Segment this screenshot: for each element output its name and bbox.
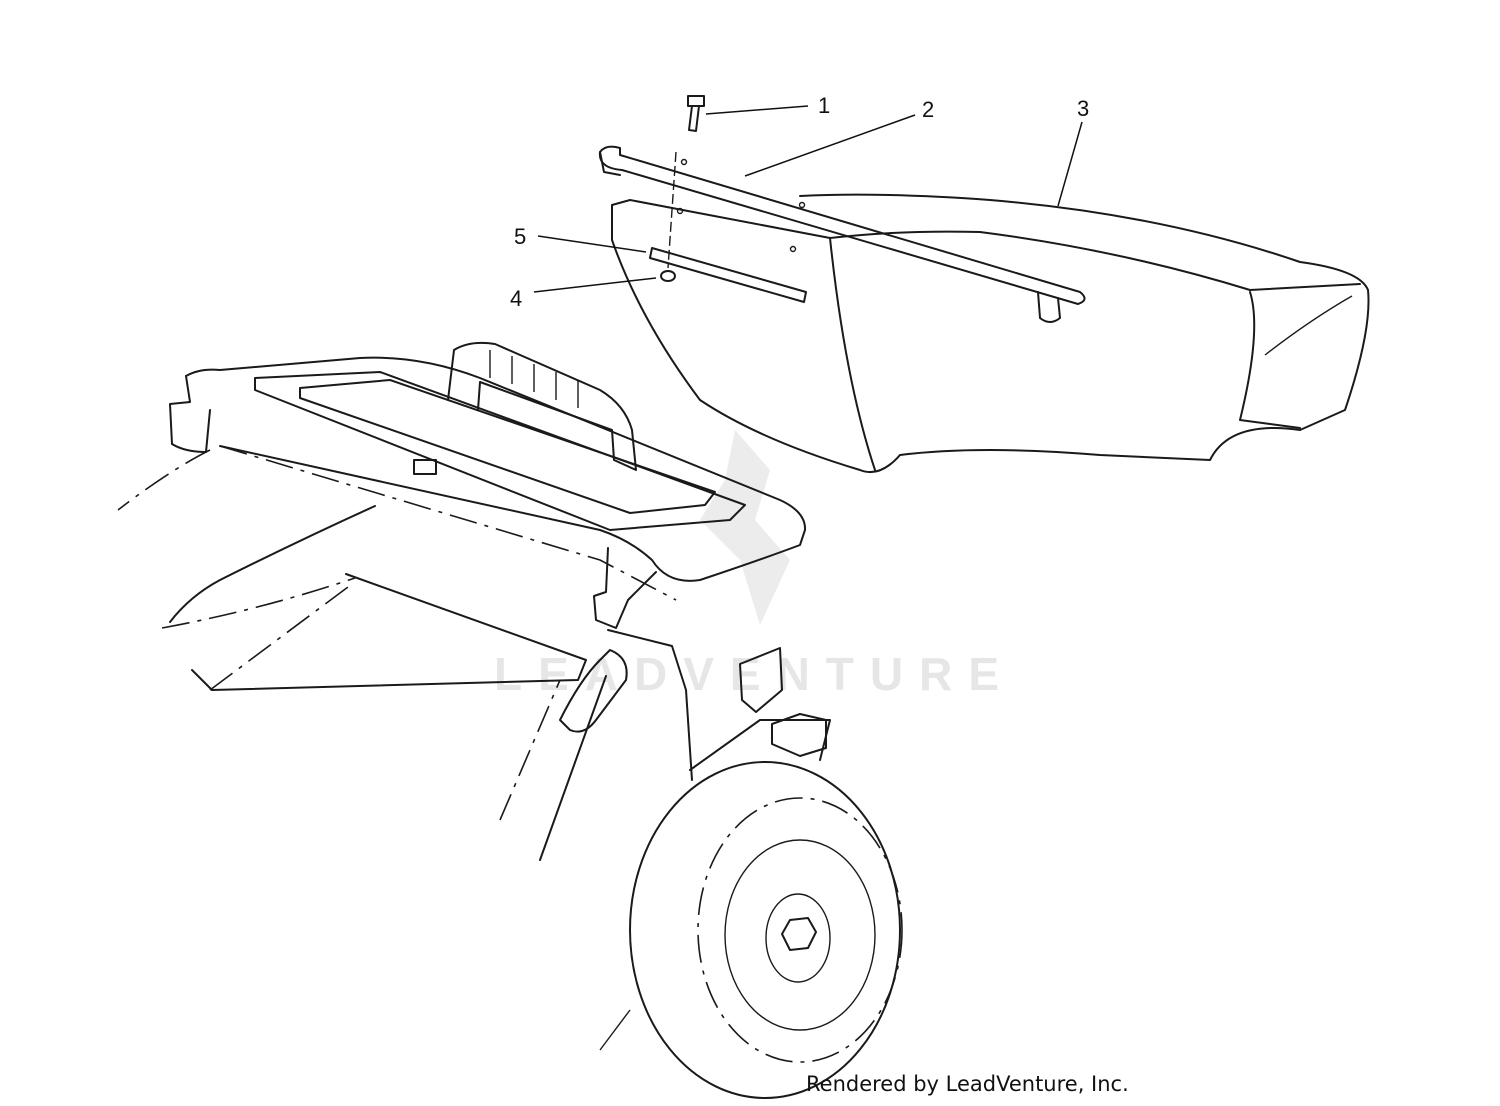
callout-2: 2	[744, 97, 934, 177]
rear-wheel	[599, 647, 903, 1099]
nut	[660, 270, 676, 282]
credit-text: Rendered by LeadVenture, Inc.	[806, 1072, 1129, 1096]
callout-1-label: 1	[818, 93, 830, 118]
callout-3: 3	[1057, 96, 1089, 207]
callout-5-label: 5	[514, 224, 526, 249]
mower-handle-assembly	[117, 341, 807, 861]
watermark: LEADVENTURE	[494, 430, 999, 700]
bag-frame-rod	[598, 145, 1086, 305]
callout-5: 5	[514, 224, 647, 253]
callout-2-label: 2	[922, 97, 934, 122]
callout-4: 4	[510, 277, 657, 311]
grass-catcher-bag	[598, 95, 1370, 474]
watermark-logo-mark	[700, 430, 790, 625]
bag-strap	[649, 247, 807, 303]
callouts: 1 2 3 4 5	[510, 93, 1089, 311]
callout-4-label: 4	[510, 286, 522, 311]
callout-1: 1	[705, 93, 830, 118]
bolt	[687, 95, 705, 132]
callout-3-label: 3	[1077, 96, 1089, 121]
